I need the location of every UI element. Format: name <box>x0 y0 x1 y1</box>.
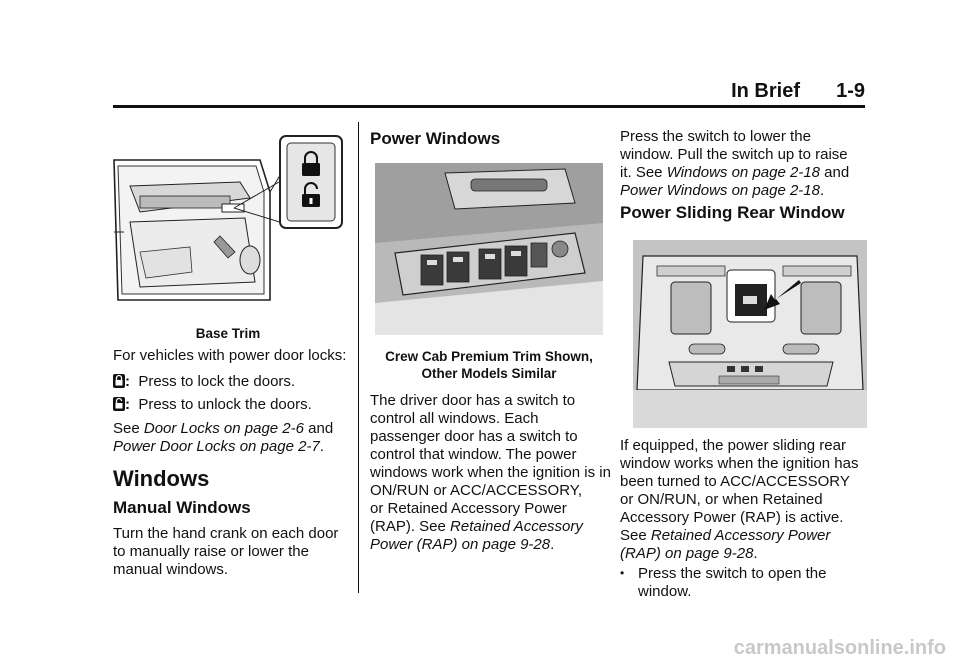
figure-caption-base-trim: Base Trim <box>195 326 261 341</box>
text-line: or Retained Accessory Power <box>370 500 567 517</box>
sliding-window-switch-figure <box>633 240 867 428</box>
lock-intro: For vehicles with power door locks: <box>113 347 347 364</box>
text-line: Power (RAP) on page 9-28. <box>370 536 620 554</box>
and-text: and <box>824 164 850 181</box>
caption-line: Crew Cab Premium Trim Shown, <box>385 349 593 364</box>
period: . <box>319 438 324 455</box>
bullet-text: window. <box>638 583 692 600</box>
unlock-separator: : <box>125 396 130 413</box>
text-line: Turn the hand crank on each door <box>113 525 339 542</box>
text-line: control that window. The power <box>370 446 577 463</box>
ref-rap-part2[interactable]: Power (RAP) on page 9-28 <box>370 536 551 553</box>
site-watermark: carmanualsonline.info <box>733 637 946 659</box>
text-line: See Retained Accessory Power <box>620 527 870 545</box>
period: . <box>753 545 758 562</box>
text-line: Power Windows on page 2-18. <box>620 182 870 200</box>
period: . <box>819 182 825 199</box>
text-line: If equipped, the power sliding rear <box>620 437 846 454</box>
unlock-item-text: Press to unlock the doors. <box>138 396 312 413</box>
period: . <box>550 536 555 553</box>
column-divider <box>358 122 359 593</box>
heading-manual-windows: Manual Windows <box>113 498 251 517</box>
text-line: it. See Windows on page 2-18 and <box>620 164 870 182</box>
door-lock-figure <box>110 132 346 312</box>
text-line: to manually raise or lower the <box>113 543 309 560</box>
text-line: (RAP) on page 9-28. <box>620 545 870 563</box>
text-line: The driver door has a switch to <box>370 392 576 409</box>
unlock-item: : Press to unlock the doors. <box>113 396 353 414</box>
unlock-icon <box>113 397 125 411</box>
power-windows-text: The driver door has a switch to control … <box>370 392 620 554</box>
text-line: window. Pull the switch up to raise <box>620 146 848 163</box>
ref-rap-part2[interactable]: (RAP) on page 9-28 <box>620 545 754 562</box>
caption-line: Other Models Similar <box>421 366 557 381</box>
power-window-switch-figure <box>375 163 603 335</box>
bullet-item: • Press the switch to open the window. <box>620 564 870 601</box>
figure-caption-crew-cab: Crew Cab Premium Trim Shown, Other Model… <box>362 348 616 382</box>
switch-usage-text: Press the switch to lower the window. Pu… <box>620 128 870 200</box>
text-line: Accessory Power (RAP) is active. <box>620 509 844 526</box>
ref-power-door-locks[interactable]: Power Door Locks on page 2-7 <box>113 438 320 455</box>
see-text: (RAP). See <box>370 518 446 535</box>
heading-power-sliding-rear-window: Power Sliding Rear Window <box>620 203 845 222</box>
text-line: (RAP). See Retained Accessory <box>370 518 620 536</box>
and-text: and <box>308 420 334 437</box>
manual-windows-text: Turn the hand crank on each door to manu… <box>113 525 353 579</box>
text-line: ON/RUN or ACC/ACCESSORY, <box>370 482 582 499</box>
heading-power-windows: Power Windows <box>370 129 501 148</box>
heading-windows: Windows <box>113 466 210 491</box>
text-line: passenger door has a switch to <box>370 428 578 445</box>
lock-item-text: Press to lock the doors. <box>138 373 296 390</box>
sliding-window-text: If equipped, the power sliding rear wind… <box>620 437 870 563</box>
ref-rap-part1[interactable]: Retained Accessory Power <box>650 527 831 544</box>
text-line: control all windows. Each <box>370 410 539 427</box>
see-text: See <box>620 527 647 544</box>
ref-windows[interactable]: Windows on page 2-18 <box>666 164 820 181</box>
lock-references: See Door Locks on page 2-6 and Power Doo… <box>113 420 353 456</box>
text-line: manual windows. <box>113 561 229 578</box>
bullet-icon: • <box>620 566 625 580</box>
text-line: • Press the switch to open the <box>620 564 870 583</box>
ref-door-locks[interactable]: Door Locks on page 2-6 <box>143 420 304 437</box>
text-line: or ON/RUN, or when Retained <box>620 491 823 508</box>
text-line: been turned to ACC/ACCESSORY <box>620 473 850 490</box>
text-line: Press the switch to lower the <box>620 128 811 145</box>
text-line: window. <box>620 583 870 601</box>
section-title: In Brief <box>731 80 800 102</box>
text-line: window works when the ignition has <box>620 455 859 472</box>
bullet-text: Press the switch to open the <box>638 565 827 582</box>
see-text: it. See <box>620 164 663 181</box>
see-text: See <box>113 420 140 437</box>
lock-separator: : <box>125 373 130 390</box>
page-number: 1-9 <box>836 80 865 102</box>
text-line: windows work when the ignition is in <box>370 464 611 481</box>
lock-item: : Press to lock the doors. <box>113 373 353 391</box>
header-rule <box>113 105 865 108</box>
ref-power-windows[interactable]: Power Windows on page 2-18 <box>620 182 820 199</box>
lock-icon <box>113 374 125 388</box>
ref-rap-part1[interactable]: Retained Accessory <box>450 518 583 535</box>
